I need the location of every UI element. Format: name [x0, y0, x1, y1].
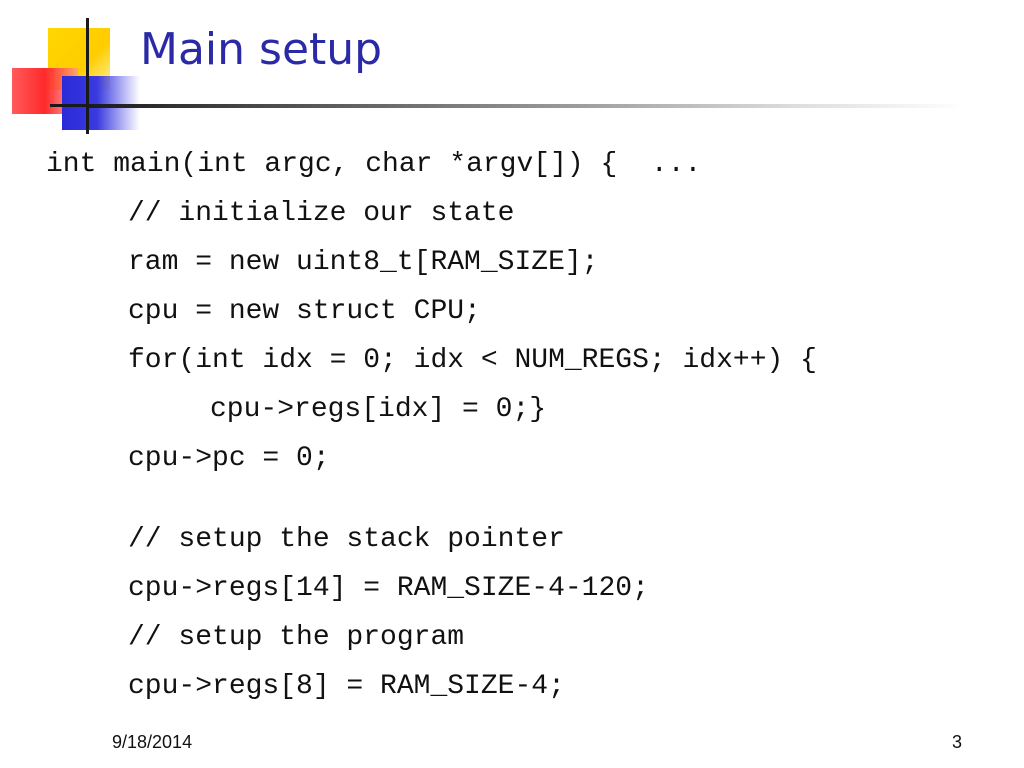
code-line: // initialize our state	[128, 198, 515, 229]
code-line: // setup the stack pointer	[128, 524, 565, 555]
code-line: cpu->regs[14] = RAM_SIZE-4-120;	[128, 573, 649, 604]
footer-date: 9/18/2014	[112, 732, 193, 752]
title-underline	[86, 104, 966, 108]
code-line: cpu->regs[idx] = 0;}	[210, 394, 547, 425]
footer-page-number: 3	[951, 732, 962, 752]
code-line: cpu = new struct CPU;	[128, 296, 481, 327]
code-blank-gap	[46, 483, 817, 515]
logo-blue-square	[62, 76, 140, 130]
logo-vertical-line	[86, 18, 89, 134]
code-line: for(int idx = 0; idx < NUM_REGS; idx++) …	[128, 345, 817, 376]
slide-title: Main setup	[140, 24, 383, 75]
code-line: // setup the program	[128, 622, 465, 653]
code-block: int main(int argc, char *argv[]) { ... /…	[46, 140, 817, 711]
code-line: int main(int argc, char *argv[]) { ...	[46, 149, 702, 180]
code-line: cpu->pc = 0;	[128, 443, 330, 474]
code-line: ram = new uint8_t[RAM_SIZE];	[128, 247, 599, 278]
slide-logo-decoration	[0, 0, 150, 140]
code-line: cpu->regs[8] = RAM_SIZE-4;	[128, 671, 565, 702]
